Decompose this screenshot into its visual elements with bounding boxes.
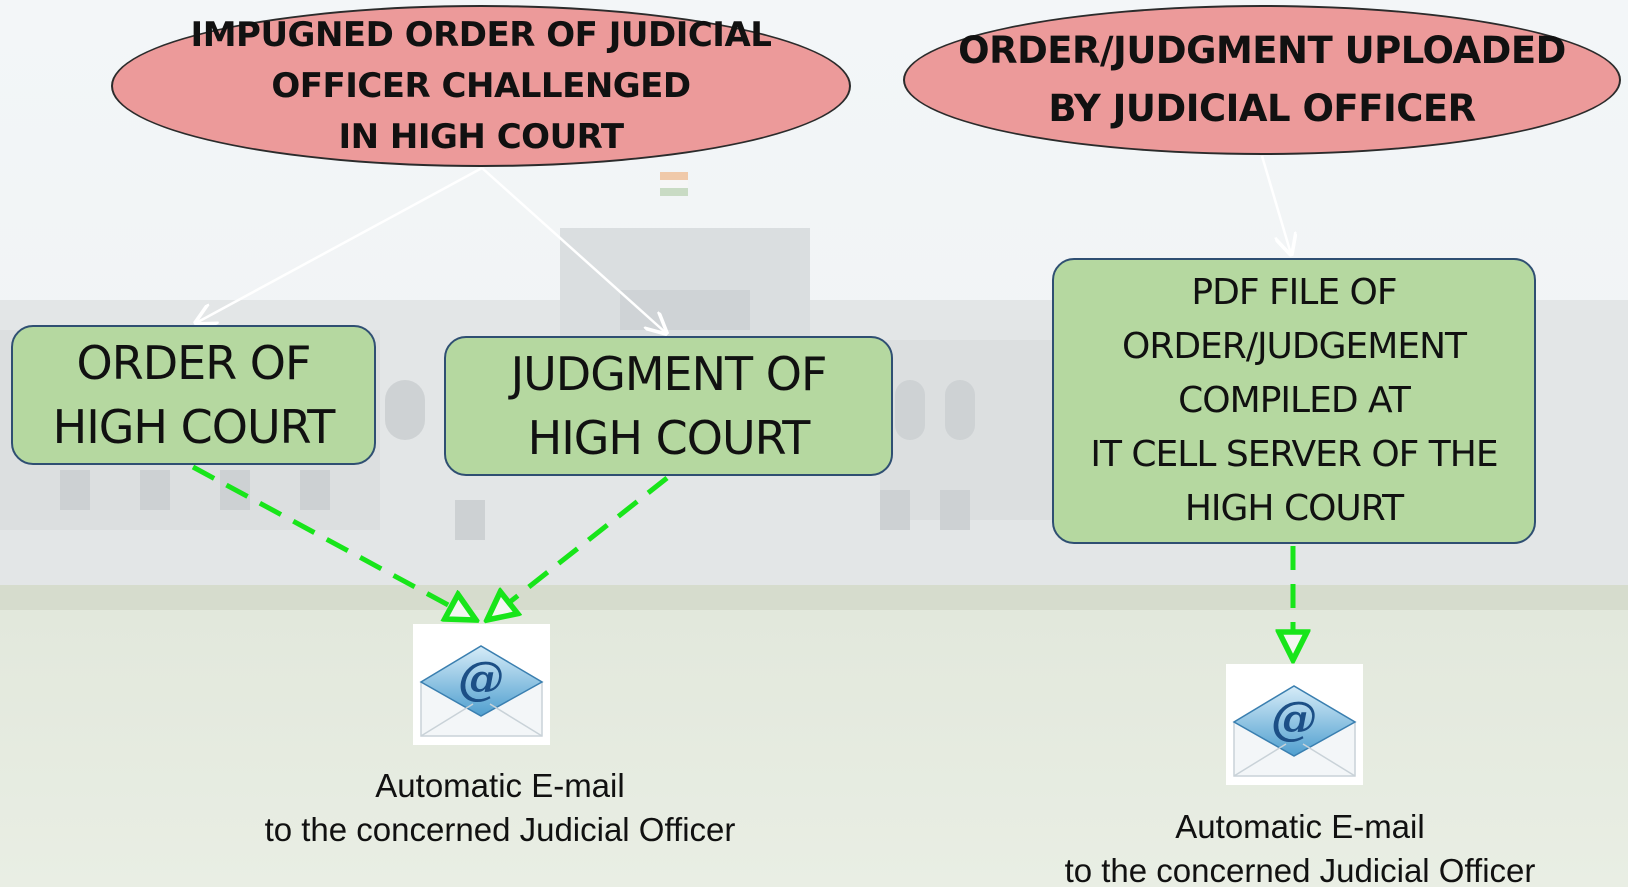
- header-line: IMPUGNED ORDER OF JUDICIAL: [190, 14, 772, 55]
- caption-line: Automatic E-mail: [1175, 808, 1425, 845]
- box-line: HIGH COURT: [1184, 488, 1404, 529]
- arrow-order-to-email: [191, 464, 476, 620]
- order-uploaded-header: ORDER/JUDGMENT UPLOADED BY JUDICIAL OFFI…: [903, 5, 1621, 155]
- caption-line: to the concerned Judicial Officer: [1064, 852, 1536, 889]
- email-at-envelope-icon: @: [1226, 664, 1363, 785]
- impugned-order-header: IMPUGNED ORDER OF JUDICIAL OFFICER CHALL…: [111, 5, 851, 167]
- caption-line: to the concerned Judicial Officer: [264, 811, 736, 848]
- email-caption-left: Automatic E-mail to the concerned Judici…: [200, 764, 800, 852]
- box-line: ORDER/JUDGEMENT: [1121, 326, 1467, 367]
- header-line: BY JUDICIAL OFFICER: [1048, 87, 1476, 130]
- box-line: HIGH COURT: [52, 400, 336, 454]
- box-line: HIGH COURT: [527, 411, 811, 465]
- box-line: PDF FILE OF: [1191, 272, 1397, 313]
- header-line: ORDER/JUDGMENT UPLOADED: [958, 29, 1566, 72]
- caption-line: Automatic E-mail: [375, 767, 625, 804]
- arrow-judgment-to-email: [487, 476, 669, 620]
- order-of-high-court-box: ORDER OF HIGH COURT: [11, 325, 376, 465]
- box-line: COMPILED AT: [1178, 380, 1411, 421]
- header-line: OFFICER CHALLENGED: [271, 65, 691, 106]
- white-arrows: [196, 155, 1291, 333]
- green-dashed-arrows: [191, 464, 1293, 660]
- header-line: IN HIGH COURT: [338, 116, 624, 157]
- email-at-envelope-icon: @: [413, 624, 550, 745]
- svg-text:@: @: [458, 651, 504, 705]
- box-line: IT CELL SERVER OF THE: [1090, 434, 1498, 475]
- box-line: ORDER OF: [76, 336, 312, 390]
- judgment-of-high-court-box: JUDGMENT OF HIGH COURT: [444, 336, 893, 476]
- svg-text:@: @: [1271, 691, 1317, 745]
- email-caption-right: Automatic E-mail to the concerned Judici…: [1000, 805, 1600, 893]
- box-line: JUDGMENT OF: [510, 347, 828, 401]
- arrow-header-to-order: [196, 166, 483, 323]
- pdf-file-compiled-box: PDF FILE OF ORDER/JUDGEMENT COMPILED AT …: [1052, 258, 1536, 544]
- arrow-header-to-pdf: [1260, 155, 1291, 254]
- arrow-header-to-judgment: [481, 167, 666, 333]
